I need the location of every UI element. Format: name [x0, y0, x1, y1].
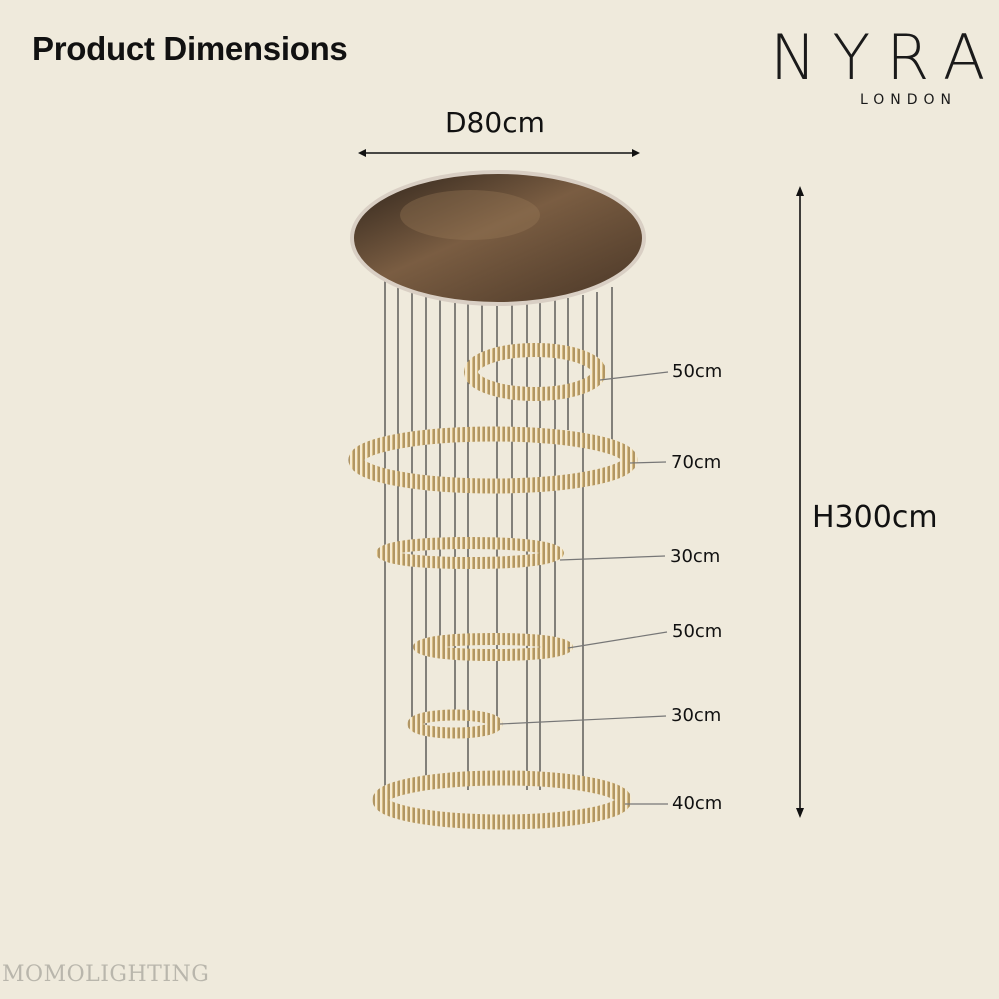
- height-dimension-label: H300cm: [812, 500, 938, 535]
- width-dimension-label: D80cm: [445, 106, 545, 139]
- ring-3: [376, 537, 564, 569]
- page-title: Product Dimensions: [32, 30, 348, 67]
- ring-5: [407, 709, 503, 739]
- width-arrow: [358, 149, 640, 157]
- ring-2-label: 70cm: [671, 452, 722, 473]
- ring-4: [413, 633, 573, 661]
- brand-location: LONDON: [859, 92, 958, 108]
- brand-name: NYRA: [770, 21, 999, 94]
- ring-4-label: 50cm: [672, 621, 723, 642]
- ring-2: [348, 426, 638, 494]
- ring-6: [372, 770, 632, 830]
- ring-1-label: 50cm: [672, 361, 723, 382]
- watermark: MOMOLIGHTING: [2, 962, 210, 987]
- ring-3-label: 30cm: [670, 546, 721, 567]
- ring-6-label: 40cm: [672, 793, 723, 814]
- brand-logo: NYRA LONDON: [770, 26, 985, 109]
- leader-lines: [499, 371, 669, 805]
- ring-5-label: 30cm: [671, 705, 722, 726]
- ring-1: [464, 343, 606, 401]
- ceiling-canopy: [350, 170, 646, 306]
- height-arrow: [796, 186, 804, 818]
